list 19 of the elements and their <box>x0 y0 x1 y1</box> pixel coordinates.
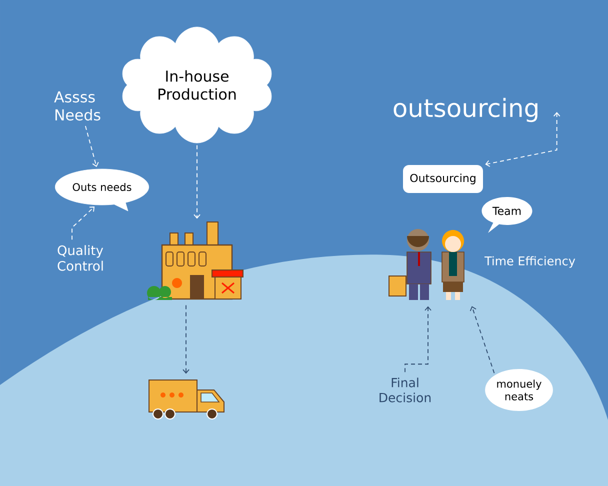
label-text: Time Efficiency <box>484 256 576 268</box>
label-text: Assss Needs <box>54 91 100 121</box>
arrow <box>72 206 95 240</box>
arrow <box>485 112 560 167</box>
arrow <box>194 144 200 219</box>
factory-drawing <box>147 222 244 300</box>
people-drawing <box>388 229 464 300</box>
text-box: Outsourcing <box>403 165 483 193</box>
arrow <box>404 306 432 373</box>
arrow <box>470 306 495 374</box>
arrow <box>85 126 99 167</box>
speech-bubble: Team <box>482 197 532 233</box>
heading-text: outsourcing <box>394 98 538 122</box>
label-text: Quality Control <box>58 245 104 271</box>
truck-drawing <box>148 380 224 420</box>
label-text: Final Decision <box>380 378 431 402</box>
arrow <box>182 304 190 374</box>
cloud-bubble: In-house Production <box>122 26 272 144</box>
speech-bubble: Outs needs <box>54 168 150 212</box>
